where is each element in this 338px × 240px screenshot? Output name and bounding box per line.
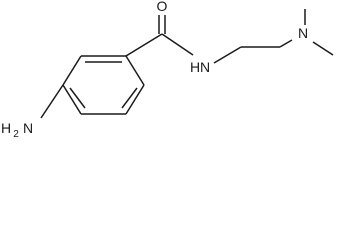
ring-bond (62, 55, 82, 86)
methyl-bond-right (312, 41, 334, 56)
chain-bond (213, 46, 242, 64)
ring-bond (62, 84, 82, 115)
amine-nitrogen-label: N (298, 25, 308, 41)
oxygen-label: O (157, 0, 168, 14)
chemical-structure: O N H N H 2 N (1, 0, 334, 140)
amide-bond (161, 33, 194, 56)
ring-double-bond (69, 87, 86, 109)
aniline-hydrogen-label: H (1, 120, 11, 136)
chain-bond (279, 39, 293, 48)
amide-hydrogen-label: H (190, 59, 200, 75)
benzene-ring (62, 55, 145, 115)
amide-nitrogen-label: N (200, 59, 210, 75)
aniline-hydrogen-count: 2 (13, 129, 19, 140)
ring-bond (125, 84, 145, 115)
ring-double-bond (121, 87, 138, 109)
aniline-nitrogen-label: N (23, 120, 33, 136)
ring-bond (125, 55, 145, 86)
ring-carbonyl-bond (125, 33, 163, 57)
aniline-bond (40, 84, 64, 119)
